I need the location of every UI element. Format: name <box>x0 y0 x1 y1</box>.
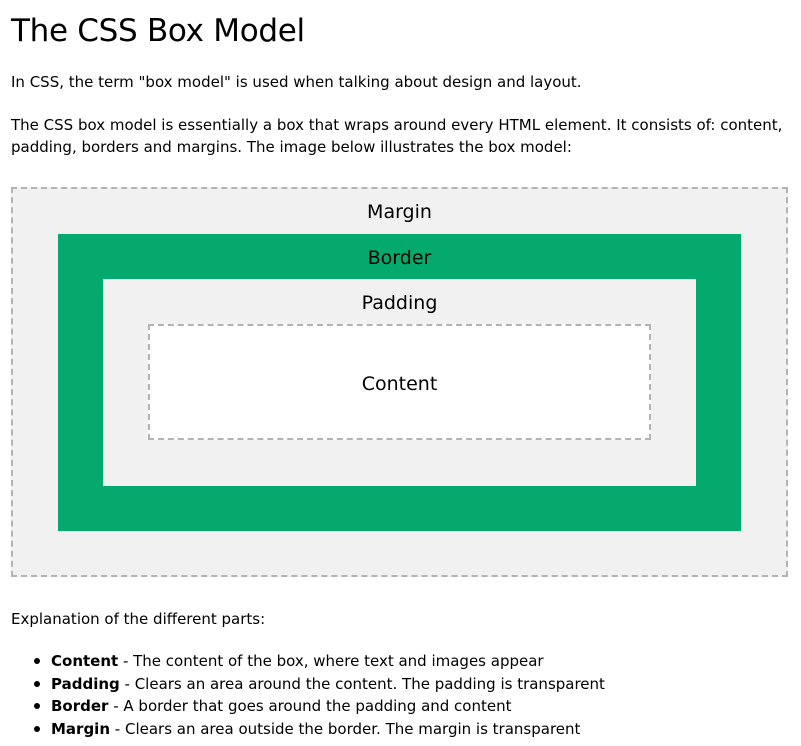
part-term: Border <box>51 697 109 715</box>
part-description: - The content of the box, where text and… <box>118 652 544 670</box>
border-label: Border <box>367 247 432 269</box>
description-paragraph: The CSS box model is essentially a box t… <box>11 116 783 156</box>
part-term: Content <box>51 652 119 670</box>
content-label: Content <box>361 373 438 395</box>
list-item: Border - A border that goes around the p… <box>34 695 605 718</box>
list-item: Margin - Clears an area outside the bord… <box>34 718 605 741</box>
part-description: - Clears an area around the content. The… <box>119 674 605 693</box>
page-title: The CSS Box Model <box>11 13 305 49</box>
parts-list: Content - The content of the box, where … <box>11 650 605 740</box>
part-term: Padding <box>51 674 120 693</box>
intro-paragraph: In CSS, the term "box model" is used whe… <box>11 73 582 91</box>
content-box <box>148 324 651 440</box>
padding-label: Padding <box>361 292 438 314</box>
explanation-heading: Explanation of the different parts: <box>11 610 266 628</box>
part-description: - A border that goes around the padding … <box>108 697 512 715</box>
part-term: Margin <box>51 719 111 738</box>
list-item: Padding - Clears an area around the cont… <box>34 673 605 696</box>
part-description: - Clears an area outside the border. The… <box>110 719 581 738</box>
margin-label: Margin <box>367 201 432 223</box>
list-item: Content - The content of the box, where … <box>34 650 605 673</box>
